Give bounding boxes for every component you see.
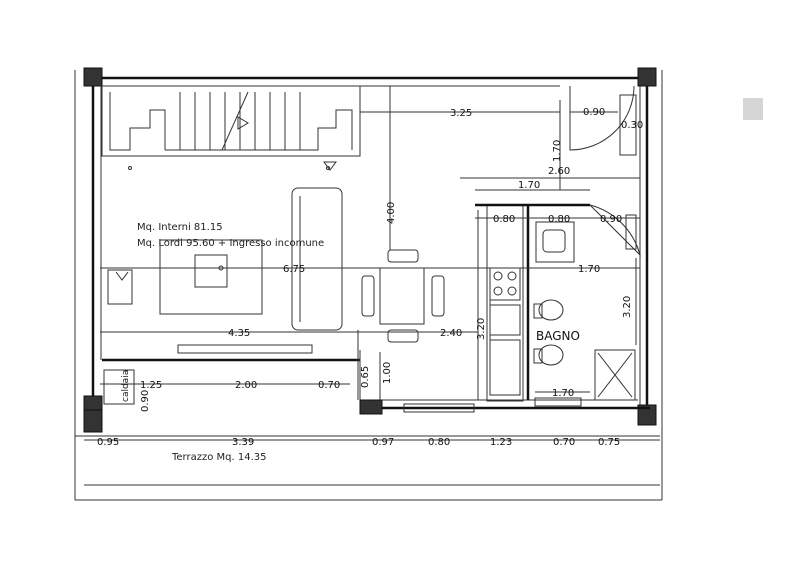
dim-0-97: 0.97 — [372, 437, 394, 448]
kitchen-counter — [486, 204, 524, 402]
room-bagno: BAGNO — [536, 329, 580, 343]
shower — [594, 349, 636, 401]
chair-left — [361, 275, 375, 317]
room-terrazzo: Terrazzo Mq. 14.35 — [171, 452, 267, 463]
dim-3-20-right: 3.20 — [622, 296, 633, 318]
dim-0-70-l: 0.70 — [318, 380, 340, 391]
kitchen — [477, 204, 524, 402]
pillar-terrace-left — [83, 409, 103, 433]
wardrobe — [619, 94, 637, 156]
bathroom-window — [534, 397, 582, 407]
tv-icon — [115, 271, 129, 281]
coffee-table — [194, 254, 228, 288]
stair-cut-line — [221, 91, 249, 151]
stair-arrow-icon — [237, 116, 249, 130]
dim-0-80-bot: 0.80 — [428, 437, 450, 448]
chair-bottom — [387, 329, 419, 343]
dim-0-95: 0.95 — [97, 437, 119, 448]
dim-0-65: 0.65 — [360, 366, 371, 388]
dim-0-90-cald: 0.90 — [140, 390, 151, 412]
stair-down-arrow-icon — [323, 161, 337, 171]
info-lordi: Mq. Lordi 95.60 + Ingresso incomune — [137, 238, 324, 249]
dim-4-00: 4.00 — [386, 202, 397, 224]
dim-1-00: 1.00 — [382, 362, 393, 384]
dim-2-40: 2.40 — [440, 328, 462, 339]
dim-4-35: 4.35 — [228, 328, 250, 339]
dim-1-70-v: 1.70 — [552, 140, 563, 162]
dim-0-80-a: 0.80 — [493, 214, 515, 225]
dim-0-80-b: 0.80 — [548, 214, 570, 225]
dim-3-39: 3.39 — [232, 437, 254, 448]
kitchen-fridge — [489, 339, 521, 396]
dim-0-90-mid: 0.90 — [600, 214, 622, 225]
staircase — [101, 85, 361, 171]
dim-1-70-top: 1.70 — [518, 180, 540, 191]
chair-top — [387, 249, 419, 263]
dim-2-60: 2.60 — [548, 166, 570, 177]
sofa — [291, 187, 343, 331]
chair-right — [431, 275, 445, 317]
dim-0-75: 0.75 — [598, 437, 620, 448]
kitchen-window — [403, 403, 475, 413]
crest-icon — [743, 98, 763, 120]
logo-stamp — [743, 98, 763, 120]
stair-treads — [179, 92, 286, 150]
corner-pillar-top-left — [83, 67, 103, 87]
info-interni: Mq. Interni 81.15 — [137, 222, 223, 233]
dim-1-70-mid: 1.70 — [578, 264, 600, 275]
dim-6-75: 6.75 — [283, 264, 305, 275]
tv-cabinet — [107, 269, 133, 305]
terrace — [83, 369, 660, 486]
entry-door-swing — [569, 85, 635, 151]
bathroom — [403, 203, 636, 413]
stair-mark-right — [326, 166, 330, 170]
radiator — [625, 214, 637, 250]
dim-1-25: 1.25 — [140, 380, 162, 391]
toilet — [538, 299, 564, 321]
dim-3-20-k: 3.20 — [476, 318, 487, 340]
dim-0-90-top: 0.90 — [583, 107, 605, 118]
rug — [159, 239, 263, 315]
dimension-lines — [75, 86, 660, 437]
dining-table — [379, 267, 425, 325]
stair-right-flight — [299, 92, 353, 151]
stair-left-flight — [109, 92, 166, 151]
page-border — [74, 70, 663, 501]
dim-3-25: 3.25 — [450, 108, 472, 119]
stair-mark-left — [128, 166, 132, 170]
dim-0-30: 0.30 — [621, 120, 643, 131]
pillar-entry — [359, 399, 383, 415]
kitchen-stove — [489, 267, 521, 301]
bathroom-door-swing — [589, 204, 641, 257]
dim-1-70-bath: 1.70 — [552, 388, 574, 399]
doors — [569, 85, 641, 257]
dim-1-23: 1.23 — [490, 437, 512, 448]
dim-2-00: 2.00 — [235, 380, 257, 391]
room-caldaia: caldaia — [121, 370, 131, 402]
corner-pillar-top-right — [637, 67, 657, 87]
boiler-box — [103, 369, 135, 405]
dim-0-70-bot: 0.70 — [553, 437, 575, 448]
dimension-labels: 3.25 0.90 0.30 1.70 2.60 1.70 0.80 0.80 … — [97, 107, 643, 448]
washbasin — [535, 221, 575, 263]
stair-well — [101, 85, 361, 157]
kitchen-oven — [489, 304, 521, 336]
window-terrace — [177, 344, 313, 354]
bidet — [538, 344, 564, 366]
